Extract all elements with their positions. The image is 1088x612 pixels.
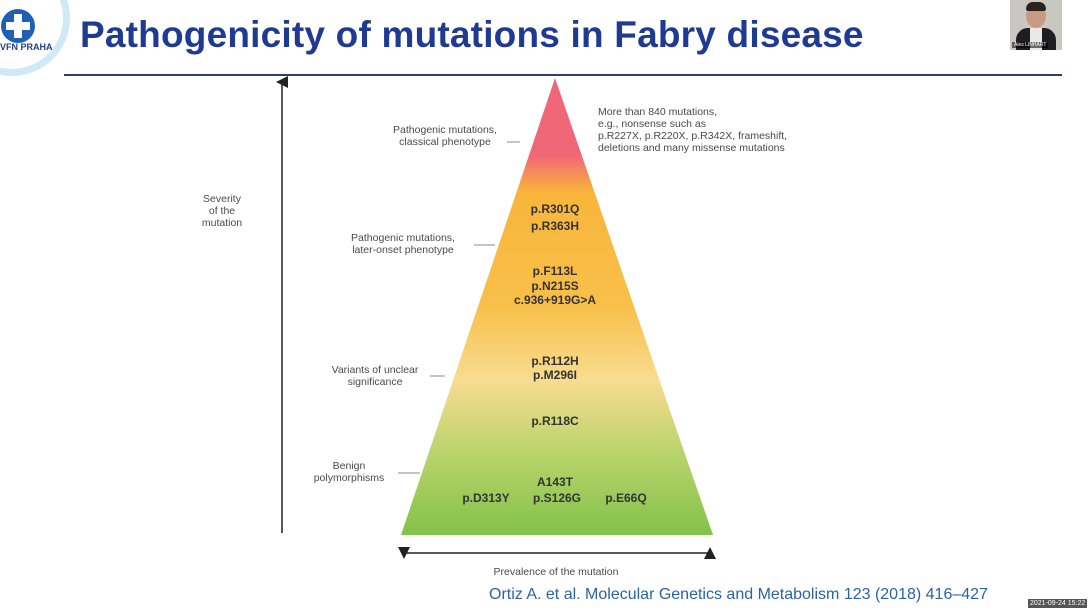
mutation-label: p.D313Y <box>462 491 510 505</box>
mutation-label: p.N215S <box>531 279 579 293</box>
level-label-unclear: Variants of unclear significance <box>320 364 430 388</box>
mutation-label: p.M296I <box>532 368 577 382</box>
top-note-line: deletions and many missense mutations <box>598 142 785 154</box>
level-label-benign: Benign polymorphisms <box>300 460 398 484</box>
logo-text: VFN PRAHA <box>0 42 53 52</box>
y-axis-label-line: mutation <box>201 217 243 229</box>
mutation-label: p.E66Q <box>605 491 647 505</box>
mutation-label: A143T <box>536 475 574 489</box>
mutation-label: c.936+919G>A <box>513 293 597 307</box>
mutation-label: p.R363H <box>530 219 580 233</box>
level-label-classical: Pathogenic mutations, classical phenotyp… <box>382 124 508 148</box>
level-label-line: later-onset phenotype <box>352 244 454 256</box>
top-note-line: More than 840 mutations, <box>598 106 718 118</box>
level-label-line: Pathogenic mutations, <box>351 232 455 244</box>
title-underline <box>64 74 1062 76</box>
citation: Ortiz A. et al. Molecular Genetics and M… <box>489 586 988 603</box>
y-axis-label-line: Severity <box>203 193 241 205</box>
top-note-line: p.R227X, p.R220X, p.R342X, frameshift, <box>598 130 788 142</box>
level-label-line: Variants of unclear <box>331 364 419 376</box>
presenter-name-label: Ales LINHART <box>1012 42 1049 48</box>
mutation-label: p.F113L <box>532 264 578 278</box>
level-label-line: classical phenotype <box>399 136 491 148</box>
level-label-line: Pathogenic mutations, <box>393 124 497 136</box>
level-label-later-onset: Pathogenic mutations, later-onset phenot… <box>333 232 473 256</box>
mutation-label: p.R112H <box>531 354 579 368</box>
level-label-line: significance <box>347 376 403 388</box>
pyramid-shape <box>401 78 713 535</box>
slide-title: Pathogenicity of mutations in Fabry dise… <box>80 14 864 55</box>
mutation-label: p.R301Q <box>530 202 580 216</box>
y-axis-label: Severity of the mutation <box>196 193 248 229</box>
recording-timestamp: 2021-09-24 15:22 <box>1028 599 1088 608</box>
medical-cross-icon <box>1 9 35 43</box>
top-note: More than 840 mutations, e.g., nonsense … <box>598 106 787 154</box>
presenter-webcam[interactable]: Ales LINHART <box>1010 0 1062 50</box>
x-axis-label: Prevalence of the mutation <box>493 566 619 578</box>
top-note-line: e.g., nonsense such as <box>598 118 706 130</box>
level-label-line: polymorphisms <box>313 472 385 484</box>
level-label-line: Benign <box>332 460 366 472</box>
y-axis-label-line: of the <box>208 205 236 217</box>
mutation-label: p.S126G <box>532 491 582 505</box>
presenter-hair <box>1026 2 1046 11</box>
mutation-label: p.R118C <box>531 414 579 428</box>
